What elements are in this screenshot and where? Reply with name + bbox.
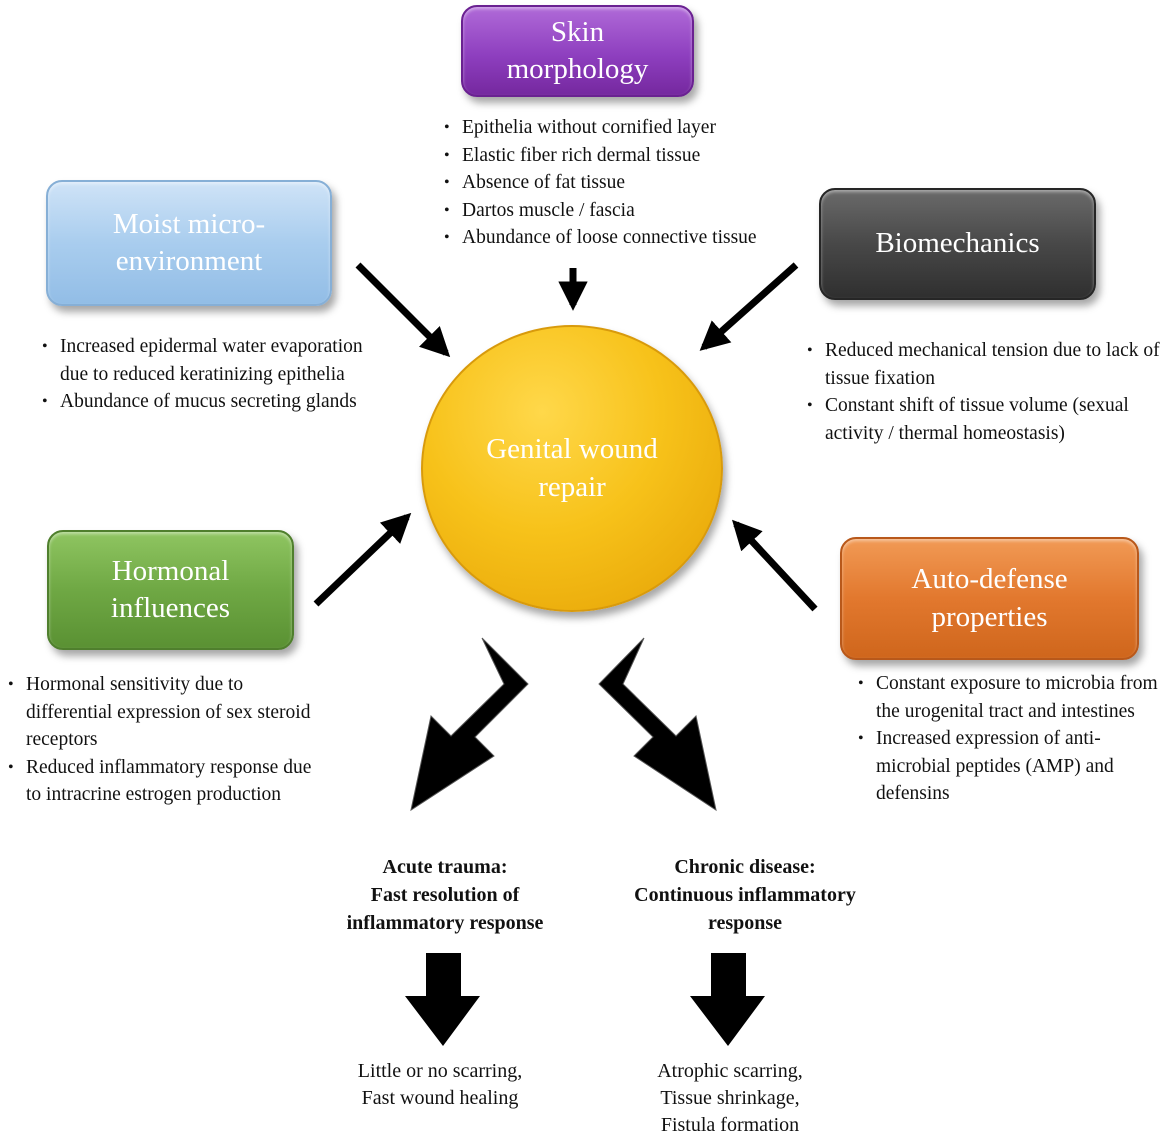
list-item: Hormonal sensitivity due to differential… — [6, 671, 326, 754]
chronic-result-line1: Atrophic scarring, — [657, 1060, 803, 1082]
skin-morphology-box: Skin morphology — [461, 5, 694, 97]
genital-wound-repair-circle: Genital wound repair — [421, 325, 723, 612]
acute-heading-line3: inflammatory response — [346, 912, 544, 934]
list-item: Reduced inflammatory response due to int… — [6, 754, 326, 809]
big-arrow-to-chronic — [598, 637, 717, 812]
list-item: Increased epidermal water evaporation du… — [40, 333, 370, 388]
bio-title-line1: Biomechanics — [875, 227, 1040, 260]
acute-result-line2: Fast wound healing — [361, 1087, 519, 1109]
arrow-autodefense-to-center — [731, 519, 818, 612]
chronic-heading-line3: response — [707, 912, 783, 934]
skin-bullets: Epithelia without cornified layer Elasti… — [442, 114, 802, 252]
list-item: Constant shift of tissue volume (sexual … — [805, 392, 1165, 447]
hormonal-influences-box: Hormonal influences — [47, 530, 294, 650]
horm-title-line2: influences — [110, 592, 231, 624]
acute-result-line1: Little or no scarring, — [357, 1060, 523, 1082]
arrow-hormonal-to-center — [313, 512, 412, 607]
chronic-heading-line1: Chronic disease: — [674, 856, 816, 878]
hormonal-bullets: Hormonal sensitivity due to differential… — [6, 671, 326, 809]
chronic-result: Atrophic scarring, Tissue shrinkage, Fis… — [620, 1058, 840, 1139]
arrow-moist-to-center — [355, 262, 451, 358]
biomechanics-bullets: Reduced mechanical tension due to lack o… — [805, 337, 1165, 447]
list-item: Absence of fat tissue — [442, 169, 802, 197]
chronic-result-line3: Fistula formation — [660, 1114, 800, 1136]
horm-title-line1: Hormonal — [111, 554, 230, 587]
moist-title-line1: Moist micro- — [112, 207, 266, 240]
list-item: Epithelia without cornified layer — [442, 114, 802, 142]
center-line2: repair — [538, 470, 606, 503]
moist-microenvironment-box: Moist micro- environment — [46, 180, 332, 306]
chronic-heading-line2: Continuous inflammatory — [634, 884, 856, 906]
acute-result: Little or no scarring, Fast wound healin… — [330, 1058, 550, 1112]
chronic-disease-heading: Chronic disease: Continuous inflammatory… — [600, 853, 890, 937]
list-item: Constant exposure to microbia from the u… — [856, 670, 1166, 725]
moist-bullets: Increased epidermal water evaporation du… — [40, 333, 370, 416]
list-item: Increased expression of anti-microbial p… — [856, 725, 1166, 808]
chronic-result-line2: Tissue shrinkage, — [660, 1087, 800, 1109]
biomechanics-box: Biomechanics — [819, 188, 1096, 300]
autodefense-bullets: Constant exposure to microbia from the u… — [856, 670, 1166, 808]
big-arrow-to-acute — [410, 637, 529, 812]
list-item: Abundance of mucus secreting glands — [40, 388, 370, 416]
acute-trauma-heading: Acute trauma: Fast resolution of inflamm… — [320, 853, 570, 937]
list-item: Abundance of loose connective tissue — [442, 224, 802, 252]
list-item: Elastic fiber rich dermal tissue — [442, 142, 802, 170]
auto-title-line2: properties — [931, 600, 1048, 633]
skin-title-line1: Skin — [550, 15, 605, 48]
skin-title-line2: morphology — [506, 53, 649, 85]
down-arrow-acute — [405, 953, 480, 1046]
acute-heading-line1: Acute trauma: — [382, 856, 508, 878]
list-item: Reduced mechanical tension due to lack o… — [805, 337, 1165, 392]
acute-heading-line2: Fast resolution of — [370, 884, 520, 906]
arrow-bio-to-center — [699, 262, 799, 351]
auto-defense-box: Auto-defense properties — [840, 537, 1139, 660]
down-arrow-chronic — [690, 953, 765, 1046]
center-line1: Genital wound — [486, 432, 658, 465]
auto-title-line1: Auto-defense — [911, 563, 1068, 596]
moist-title-line2: environment — [115, 245, 263, 277]
list-item: Dartos muscle / fascia — [442, 197, 802, 225]
